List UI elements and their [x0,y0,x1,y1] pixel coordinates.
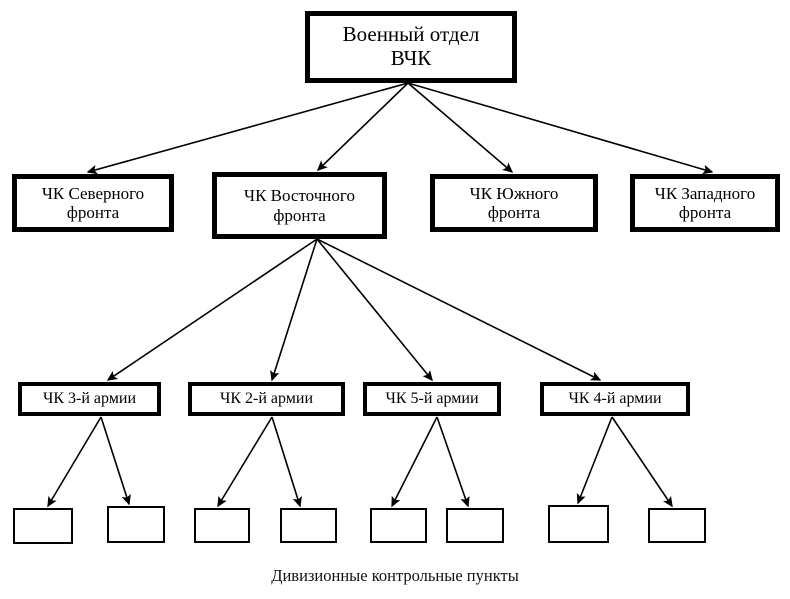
checkpoint-node-0[interactable] [13,508,73,544]
edge-front-1-to-army-0 [106,238,318,381]
edge-root-to-front-0 [86,82,409,175]
front-node-2[interactable]: ЧК Южного фронта [430,174,598,232]
edge-root-to-front-3 [407,82,714,175]
front-node-3[interactable]: ЧК Западного фронта [630,174,780,232]
army-node-3[interactable]: ЧК 4-й армии [540,382,690,416]
edge-army-1-to-checkpoint-3 [271,416,302,508]
front-node-0[interactable]: ЧК Северного фронта [12,174,174,232]
edge-army-2-to-checkpoint-5 [436,416,470,508]
root-node[interactable]: Военный отдел ВЧК [305,11,517,83]
edge-army-3-to-checkpoint-6 [576,416,613,505]
diagram-caption: Дивизионные контрольные пункты [271,566,519,585]
node-label: Военный отдел ВЧК [342,22,480,70]
front-node-1[interactable]: ЧК Восточного фронта [212,172,387,239]
checkpoint-node-3[interactable] [280,508,337,543]
edge-army-0-to-checkpoint-0 [47,416,102,508]
node-label: ЧК 3-й армии [42,390,137,408]
node-label: ЧК 2-й армии [219,390,314,408]
edge-front-1-to-army-2 [316,238,433,382]
checkpoint-node-1[interactable] [107,506,165,543]
node-label: ЧК Восточного фронта [244,186,355,225]
edge-army-0-to-checkpoint-1 [100,416,131,506]
army-node-1[interactable]: ЧК 2-й армии [188,382,345,416]
edge-front-1-to-army-1 [270,238,318,382]
edge-army-1-to-checkpoint-2 [217,416,273,508]
node-label: ЧК 5-й армии [385,390,479,408]
edge-root-to-front-2 [407,82,514,173]
node-label: ЧК Южного фронта [469,183,559,222]
army-node-0[interactable]: ЧК 3-й армии [18,382,161,416]
checkpoint-node-6[interactable] [548,505,609,543]
checkpoint-node-7[interactable] [648,508,706,543]
edge-army-2-to-checkpoint-4 [391,416,438,508]
checkpoint-node-2[interactable] [194,508,250,543]
node-label: ЧК Северного фронта [41,183,145,222]
edge-root-to-front-1 [316,82,409,172]
edge-front-1-to-army-3 [316,238,602,381]
army-node-2[interactable]: ЧК 5-й армии [363,382,501,416]
checkpoint-node-5[interactable] [446,508,504,543]
node-label: ЧК Западного фронта [654,183,756,222]
checkpoint-node-4[interactable] [370,508,427,543]
edge-group [47,82,714,508]
node-label: ЧК 4-й армии [568,390,662,408]
edge-army-3-to-checkpoint-7 [611,416,673,508]
